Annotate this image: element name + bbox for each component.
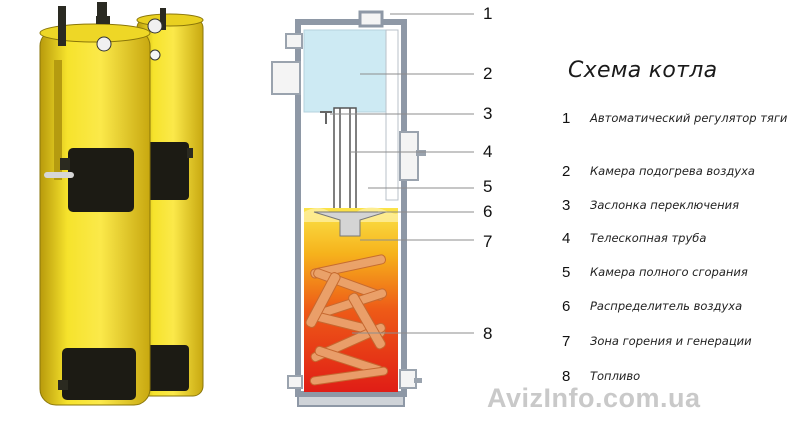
legend-item-number: 2 — [562, 163, 571, 180]
fuel-logs — [305, 254, 389, 386]
callout-1: 1 — [483, 4, 493, 23]
legend-item-text: Автоматический регулятор тяги — [590, 111, 788, 125]
boiler-photo — [39, 2, 204, 406]
boiler-schematic — [271, 10, 474, 407]
callout-5: 5 — [483, 177, 493, 196]
legend-item-text: Заслонка переключения — [590, 198, 740, 212]
boiler-front-door-lower — [62, 348, 136, 400]
legend-item: 2 Камера подогрева воздуха — [562, 163, 792, 181]
legend-item: 4 Телескопная труба — [562, 230, 792, 248]
legend-item-number: 3 — [562, 197, 571, 214]
boiler-back-door-lower — [143, 345, 189, 391]
callout-8: 8 — [483, 324, 493, 343]
legend-item-text: Топливо — [590, 369, 641, 383]
legend-item-number: 4 — [562, 230, 571, 247]
legend-item: 8 Топливо — [562, 368, 792, 386]
callout-4: 4 — [483, 142, 493, 161]
legend-item: 7 Зона горения и генерации — [562, 333, 792, 351]
legend-item-number: 6 — [562, 298, 571, 315]
legend-item-text: Камера полного сгорания — [590, 265, 748, 279]
callout-7: 7 — [483, 232, 493, 251]
legend-item: 6 Распределитель воздуха — [562, 298, 792, 316]
callout-2: 2 — [483, 64, 493, 83]
legend-item: 5 Камера полного сгорания — [562, 264, 792, 282]
legend-item-number: 7 — [562, 333, 571, 350]
legend-title: Схема котла — [568, 58, 718, 83]
telescopic-pipe — [333, 107, 357, 213]
legend-item: 3 Заслонка переключения — [562, 197, 792, 215]
callout-6: 6 — [483, 202, 493, 221]
legend-item-text: Распределитель воздуха — [590, 299, 743, 313]
legend-item-number: 8 — [562, 368, 571, 385]
boiler-casing — [295, 19, 407, 397]
air-heating-chamber — [303, 29, 387, 113]
callout-3: 3 — [483, 104, 493, 123]
legend-item-number: 5 — [562, 264, 571, 281]
leader-lines — [330, 13, 474, 334]
boiler-front-door-upper — [68, 148, 134, 212]
watermark: AvizInfo.com.ua — [487, 383, 701, 413]
legend-item-text: Телескопная труба — [590, 231, 707, 245]
boiler-back-door-upper — [143, 142, 189, 200]
legend-item: 1 Автоматический регулятор тяги — [562, 110, 792, 142]
legend-item-text: Камера подогрева воздуха — [590, 164, 755, 178]
legend-item-text: Зона горения и генерации — [590, 334, 752, 348]
legend-item-number: 1 — [562, 110, 571, 127]
